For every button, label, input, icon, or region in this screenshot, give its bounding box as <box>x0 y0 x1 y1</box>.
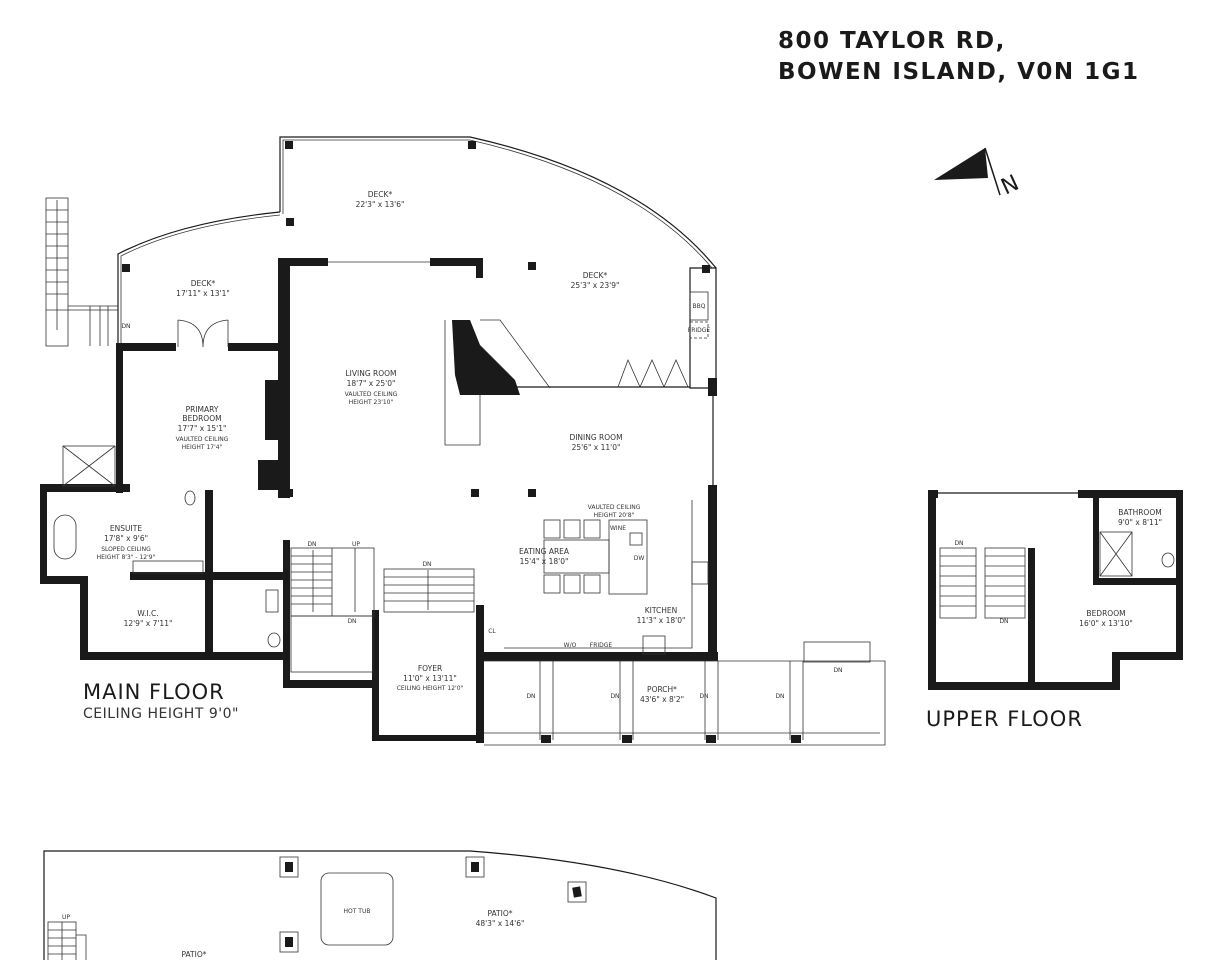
french-door-icon <box>177 319 229 348</box>
main-floor-ceiling: CEILING HEIGHT 9'0" <box>83 706 239 722</box>
kitchen-name: KITCHEN <box>645 606 678 615</box>
porch-outline <box>484 641 886 746</box>
upper-bathroom-name: BATHROOM <box>1118 508 1161 517</box>
address-line-1: 800 TAYLOR RD, <box>778 28 1006 54</box>
living-room-name: LIVING ROOM <box>345 369 396 378</box>
vanity-icon <box>132 560 204 574</box>
main-floor-walls <box>40 258 718 743</box>
closet-label: CL <box>488 628 496 635</box>
eating-area-name: EATING AREA <box>519 547 570 556</box>
main-floor-title: MAIN FLOOR <box>83 680 225 704</box>
room-labels: DECK* 22'3" x 13'6" DECK* 17'11" x 13'1"… <box>62 190 1162 959</box>
kitchen-ceiling-height: HEIGHT 20'8" <box>594 512 635 519</box>
patio-right-size: 48'3" x 14'6" <box>476 919 525 928</box>
primary-bedroom-size: 17'7" x 15'1" <box>178 424 227 433</box>
kitchen-size: 11'3" x 18'0" <box>637 616 686 625</box>
ensuite-size: 17'8" x 9'6" <box>104 534 148 543</box>
wall-oven-label: W/O <box>564 642 577 649</box>
upper-toilet-icon <box>1161 552 1175 568</box>
porch-size: 43'6" x 8'2" <box>640 695 684 704</box>
wine-label: WINE <box>610 525 626 532</box>
deck-fridge-label: FRIDGE <box>688 327 711 334</box>
deck-top-size: 22'3" x 13'6" <box>356 200 405 209</box>
ensuite-height: HEIGHT 8'3" - 12'9" <box>97 554 156 561</box>
patio-stair-up-label: UP <box>62 914 70 921</box>
deck-right-name: DECK* <box>583 271 608 280</box>
folding-door-icon <box>617 358 689 388</box>
address-line-2: BOWEN ISLAND, V0N 1G1 <box>778 59 1140 85</box>
deck-left-name: DECK* <box>191 279 216 288</box>
fireplace-icon <box>452 320 520 395</box>
kitchen-fixtures <box>504 500 709 655</box>
upper-floor-title-block: UPPER FLOOR <box>926 707 1083 731</box>
sink-icon <box>265 589 279 613</box>
upper-floor-walls <box>928 490 1183 690</box>
stair-up-label: UP <box>352 541 360 548</box>
fireplace-hearth <box>444 319 551 446</box>
deck-outline <box>117 136 717 389</box>
fridge-label: FRIDGE <box>590 642 613 649</box>
upper-floor-title: UPPER FLOOR <box>926 707 1083 731</box>
toilet-icon <box>267 632 281 648</box>
patio-left-name: PATIO* <box>181 950 206 959</box>
primary-bedroom-name-2: BEDROOM <box>182 414 221 423</box>
north-arrow-icon: N <box>934 147 1023 201</box>
upper-stair-dn-label: DN <box>954 540 963 547</box>
stair-dn-label: DN <box>307 541 316 548</box>
north-label: N <box>997 171 1022 201</box>
toilet-icon <box>184 490 196 506</box>
deck-left-size: 17'11" x 13'1" <box>176 289 230 298</box>
kitchen-ceiling-note: VAULTED CEILING <box>588 504 641 511</box>
porch-dn-label: DN <box>610 693 619 700</box>
porch-posts <box>285 489 801 743</box>
porch-name: PORCH* <box>647 685 677 694</box>
stair-dn-label: DN <box>121 323 130 330</box>
porch-dn-label: DN <box>526 693 535 700</box>
living-room-note: VAULTED CEILING <box>345 391 398 398</box>
dining-room-size: 25'6" x 11'0" <box>572 443 621 452</box>
porch-dn-label: DN <box>775 693 784 700</box>
living-room-height: HEIGHT 23'10" <box>349 399 394 406</box>
foyer-ceiling: CEILING HEIGHT 12'0" <box>397 685 464 692</box>
primary-bedroom-height: HEIGHT 17'4" <box>182 444 223 451</box>
deck-top-name: DECK* <box>368 190 393 199</box>
interior-stairs <box>290 547 475 673</box>
upper-shower-icon <box>1099 531 1133 577</box>
deck-right-size: 25'3" x 23'9" <box>571 281 620 290</box>
upper-bedroom-name: BEDROOM <box>1086 609 1125 618</box>
eating-area-size: 15'4" x 18'0" <box>520 557 569 566</box>
upper-stair-dn-label: DN <box>999 618 1008 625</box>
hot-tub-label: HOT TUB <box>344 908 371 915</box>
hot-tub-icon <box>320 872 394 946</box>
wic-size: 12'9" x 7'11" <box>124 619 173 628</box>
primary-bedroom-note: VAULTED CEILING <box>176 436 229 443</box>
ensuite-note: SLOPED CEILING <box>101 546 151 553</box>
upper-bathroom-size: 9'0" x 8'11" <box>1118 518 1162 527</box>
stair-dn-label: DN <box>347 618 356 625</box>
bathtub-icon <box>53 514 77 560</box>
shower-icon <box>62 445 116 487</box>
upper-bedroom-size: 16'0" x 13'10" <box>1079 619 1133 628</box>
porch-dn-label: DN <box>699 693 708 700</box>
patio-right-name: PATIO* <box>487 909 512 918</box>
ensuite-name: ENSUITE <box>110 524 142 533</box>
dining-room-name: DINING ROOM <box>569 433 622 442</box>
dishwasher-label: DW <box>634 555 645 562</box>
living-room-size: 18'7" x 25'0" <box>347 379 396 388</box>
foyer-size: 11'0" x 13'11" <box>403 674 457 683</box>
stair-dn-label: DN <box>422 561 431 568</box>
primary-bedroom-name-1: PRIMARY <box>186 405 219 414</box>
porch-dn-label: DN <box>833 667 842 674</box>
property-address: 800 TAYLOR RD, BOWEN ISLAND, V0N 1G1 <box>778 26 1140 88</box>
foyer-name: FOYER <box>418 664 442 673</box>
main-floor-title-block: MAIN FLOOR CEILING HEIGHT 9'0" <box>83 680 239 722</box>
bbq-label: BBQ <box>693 303 706 310</box>
wic-name: W.I.C. <box>137 609 158 618</box>
lower-patio-outline <box>43 850 717 960</box>
exterior-stair-top-left <box>45 197 118 347</box>
